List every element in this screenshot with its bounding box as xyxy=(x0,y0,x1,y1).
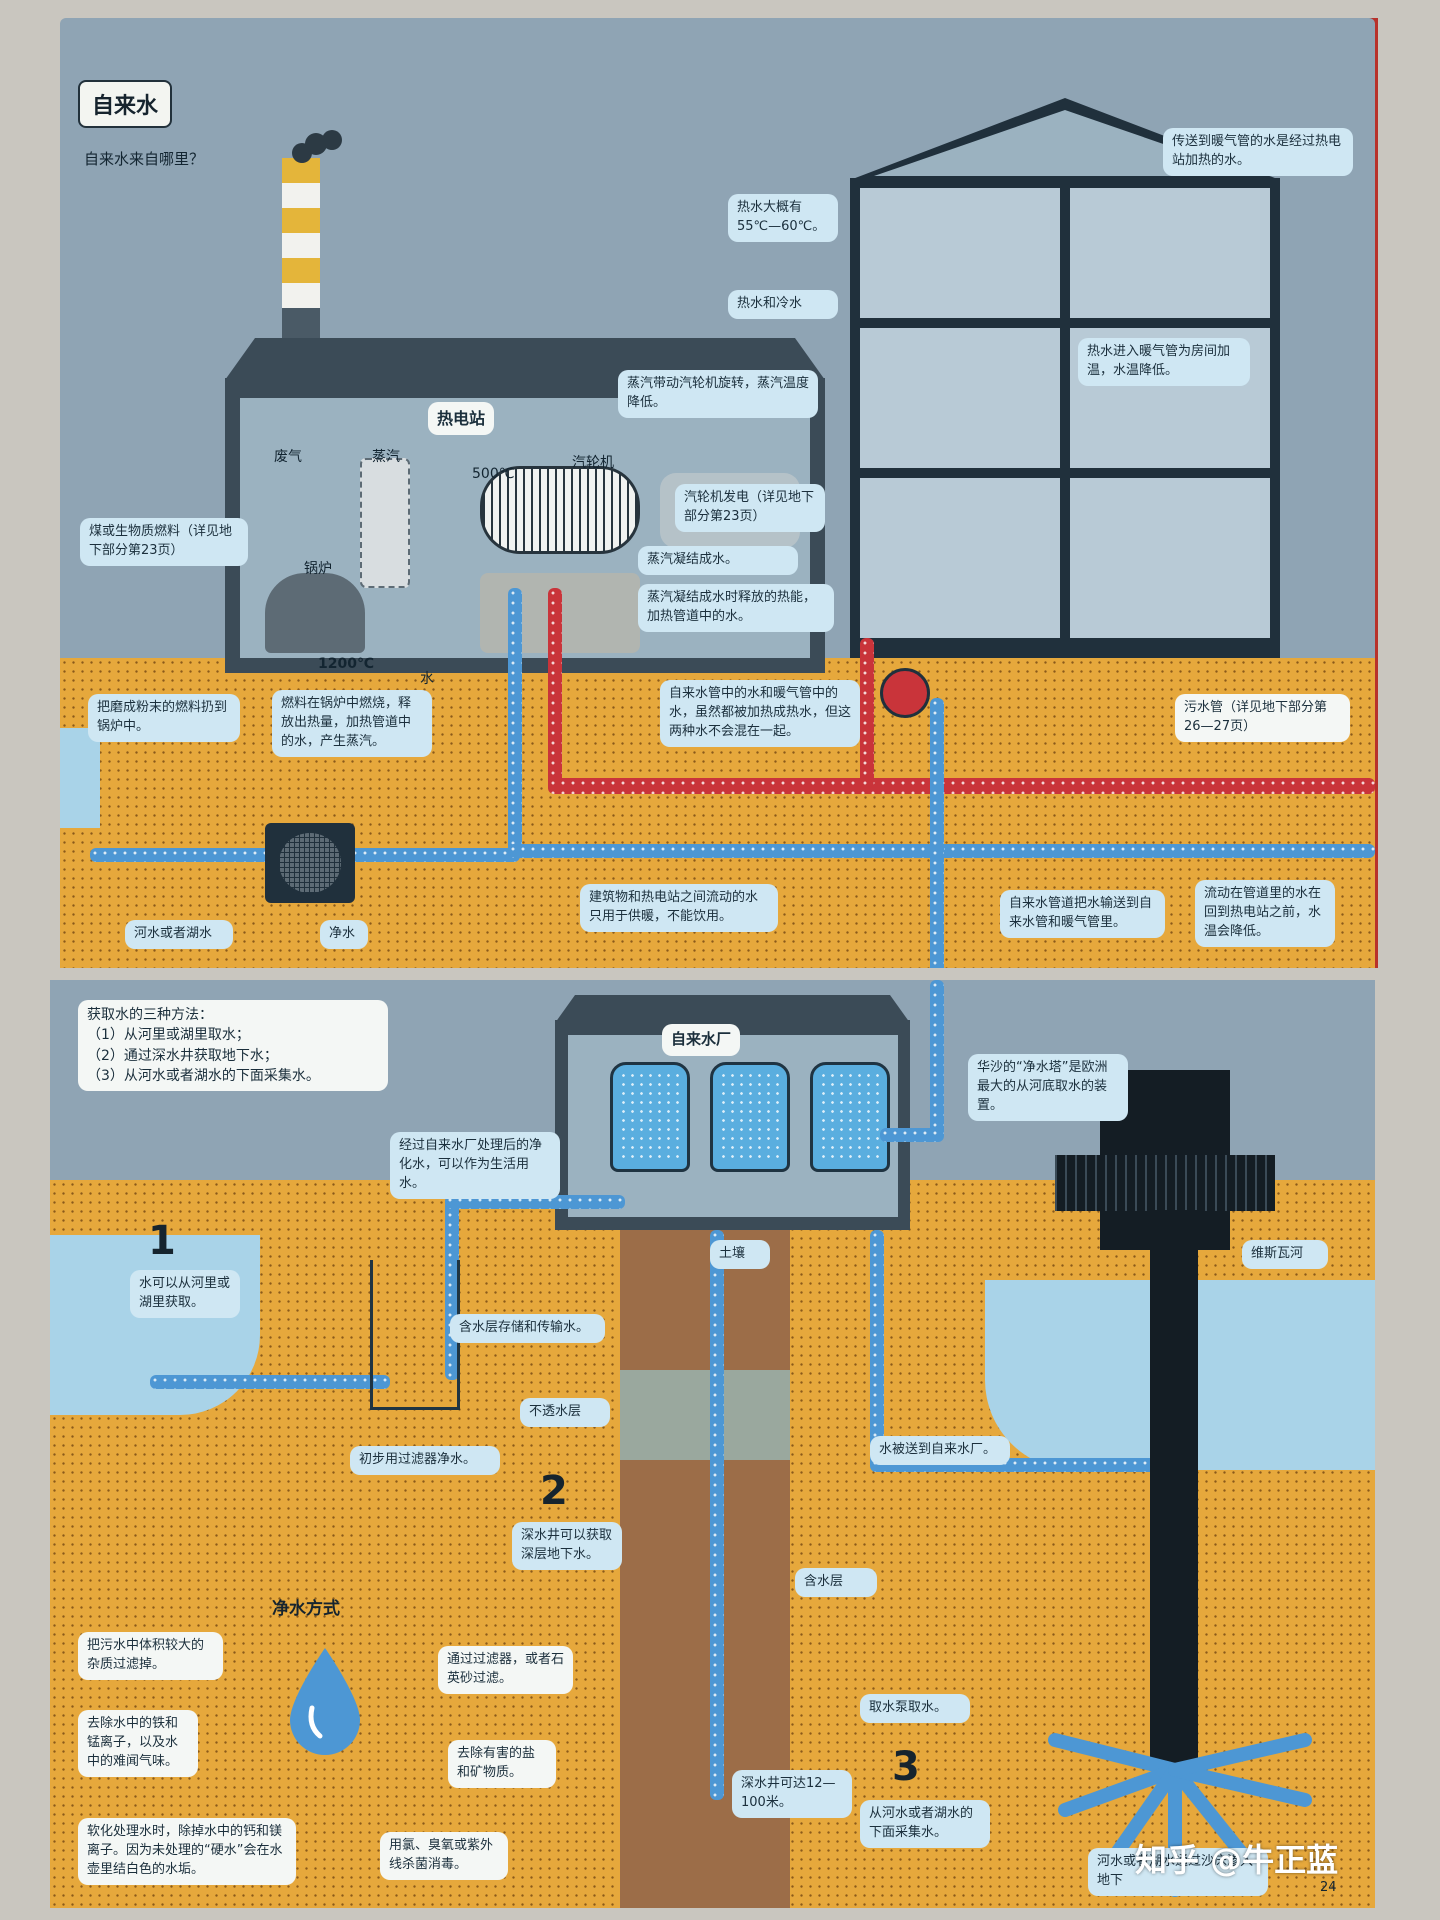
callout-heat-release: 蒸汽凝结成水时释放的热能，加热管道中的水。 xyxy=(638,584,834,632)
callout-steam-turbine: 蒸汽带动汽轮机旋转，蒸汽温度降低。 xyxy=(618,370,818,418)
tower-pipe-vert xyxy=(870,1230,884,1470)
page-title: 自来水 xyxy=(78,80,173,128)
callout-hot-water-temp: 热水大概有55℃—60℃。 xyxy=(728,194,838,242)
purification-title: 净水方式 xyxy=(272,1599,340,1619)
house-hot-riser xyxy=(860,638,874,788)
callout-purify: 净水 xyxy=(320,920,368,949)
callout-sent: 水被送到自来水厂。 xyxy=(870,1436,1010,1465)
filter-tank-2 xyxy=(710,1062,790,1172)
purify-item-5: 去除有害的盐和矿物质。 xyxy=(448,1740,556,1788)
water-tower-deck xyxy=(1055,1155,1275,1211)
callout-vistula: 维斯瓦河 xyxy=(1242,1240,1328,1269)
supply-pipe-connect xyxy=(880,1128,944,1142)
callout-condense: 蒸汽凝结成水。 xyxy=(638,546,798,575)
callout-aquifer-store: 含水层存储和传输水。 xyxy=(450,1314,605,1343)
page-number: 24 xyxy=(1320,1880,1337,1895)
water-plant-roof xyxy=(555,995,910,1023)
room-bath-low xyxy=(860,478,1060,638)
method-number-1: 1 xyxy=(148,1218,176,1264)
watermark: 知乎 @牛正蓝 xyxy=(1135,1841,1339,1879)
callout-pump: 自来水管道把水输送到自来水管和暖气管里。 xyxy=(1000,890,1165,938)
method-3: （3）从河水或者湖水的下面采集水。 xyxy=(87,1067,320,1084)
deep-well-pipe xyxy=(710,1230,724,1800)
heat-exchanger-icon xyxy=(880,668,930,718)
question-text: 自来水来自哪里？ xyxy=(84,150,205,168)
callout-under-river: 从河水或者湖水的下面采集水。 xyxy=(860,1800,990,1848)
water-plant-label: 自来水厂 xyxy=(662,1024,741,1056)
callout-lake-take: 水可以从河里或湖里获取。 xyxy=(130,1270,240,1318)
smoke-icon xyxy=(292,130,342,163)
water-tower-shaft xyxy=(1150,1210,1198,1770)
label-500: 500℃ xyxy=(472,466,515,482)
methods-box: 获取水的三种方法： （1）从河里或湖里取水； （2）通过深水井获取地下水； （3… xyxy=(78,1000,388,1092)
cold-pipe-vertical xyxy=(508,588,522,858)
intake-roots xyxy=(1048,1733,1312,1897)
callout-clay: 土壤 xyxy=(710,1240,770,1269)
purify-item-4: 通过过滤器，或者石英砂过滤。 xyxy=(438,1646,573,1694)
filter-tank-1 xyxy=(610,1062,690,1172)
callout-depth: 深水井可达12—100米。 xyxy=(732,1770,852,1818)
filter-tank-3 xyxy=(810,1062,890,1172)
callout-filter: 初步用过滤器净水。 xyxy=(350,1446,500,1475)
lake-intake-pipe xyxy=(150,1375,390,1389)
callout-generator: 汽轮机发电（详见地下部分第23页） xyxy=(675,484,825,532)
label-boiler: 锅炉 xyxy=(304,561,332,577)
label-steam: 蒸汽 xyxy=(372,449,400,465)
turbine xyxy=(480,466,640,554)
callout-radiator-water: 传送到暖气管的水是经过热电站加热的水。 xyxy=(1163,128,1353,176)
method-number-2: 2 xyxy=(540,1468,568,1514)
room-kitchen-low xyxy=(1070,478,1270,638)
purifier-box xyxy=(265,823,355,903)
river-edge xyxy=(60,728,100,828)
callout-hot-cold: 热水和冷水 xyxy=(728,290,838,319)
callout-deep-well: 深水井可以获取深层地下水。 xyxy=(512,1522,622,1570)
purify-item-6: 用氯、臭氧或紫外线杀菌消毒。 xyxy=(380,1832,508,1880)
callout-loop: 建筑物和热电站之间流动的水只用于供暖，不能饮用。 xyxy=(580,884,778,932)
room-bedroom-top xyxy=(1070,188,1270,318)
plant-label: 热电站 xyxy=(428,402,495,436)
callout-powder: 把磨成粉末的燃料扔到锅炉中。 xyxy=(88,694,240,742)
callout-cooling: 流动在管道里的水在回到热电站之前，水温会降低。 xyxy=(1195,880,1335,947)
methods-title: 获取水的三种方法： xyxy=(87,1007,213,1023)
callout-river: 河水或者湖水 xyxy=(125,920,233,949)
callout-aquifer: 含水层 xyxy=(795,1568,877,1597)
method-1: （1）从河里或湖里取水； xyxy=(87,1027,250,1044)
supply-pipe-up xyxy=(930,980,944,1140)
label-turbine: 汽轮机 xyxy=(572,455,614,471)
purify-item-1: 把污水中体积较大的杂质过滤掉。 xyxy=(78,1632,223,1680)
callout-seep: 河水或者湖水通过沙床渗入地下 xyxy=(1088,1848,1268,1896)
plant-roof xyxy=(225,338,825,380)
impermeable-layer xyxy=(620,1370,790,1460)
room-bathroom-top xyxy=(860,188,1060,318)
callout-burn: 燃料在锅炉中燃烧，释放出热量，加热管道中的水，产生蒸汽。 xyxy=(272,690,432,757)
hot-pipe-horizontal xyxy=(548,778,1375,794)
hot-pipe-vertical xyxy=(548,588,562,788)
top-page: 自来水 自来水来自哪里？ 热电站 蒸汽 500℃ 汽轮机 xyxy=(60,18,1375,968)
steam-coil xyxy=(360,458,410,588)
filter-basin xyxy=(370,1260,460,1410)
callout-mixing: 自来水管中的水和暖气管中的水，虽然都被加热成热水，但这两种水不会混在一起。 xyxy=(660,680,860,747)
boiler xyxy=(265,573,365,653)
label-water: 水 xyxy=(420,671,434,687)
callout-treated: 经过自来水厂处理后的净化水，可以作为生活用水。 xyxy=(390,1132,560,1199)
callout-warsaw: 华沙的“净水塔”是欧洲最大的从河底取水的装置。 xyxy=(968,1054,1128,1121)
water-drop-icon xyxy=(290,1648,360,1755)
callout-pump-take: 取水泵取水。 xyxy=(860,1694,970,1723)
label-waste-gas: 废气 xyxy=(274,449,302,465)
method-number-3: 3 xyxy=(892,1744,920,1790)
label-1200: 1200℃ xyxy=(318,656,374,672)
callout-sewage: 污水管（详见地下部分第26—27页） xyxy=(1175,694,1350,742)
room-bath-mid xyxy=(860,328,1060,468)
callout-fuel: 煤或生物质燃料（详见地下部分第23页） xyxy=(80,518,248,566)
method-2: （2）通过深水井获取地下水； xyxy=(87,1047,278,1064)
supply-riser xyxy=(930,698,944,968)
purify-item-2: 去除水中的铁和锰离子，以及水中的难闻气味。 xyxy=(78,1710,198,1777)
purify-item-3: 软化处理水时，除掉水中的钙和镁离子。因为未处理的“硬水”会在水壶里结白色的水垢。 xyxy=(78,1818,296,1885)
callout-heating: 热水进入暖气管为房间加温，水温降低。 xyxy=(1078,338,1250,386)
callout-impermeable: 不透水层 xyxy=(520,1398,610,1427)
book-spread: 自来水 自来水来自哪里？ 热电站 蒸汽 500℃ 汽轮机 xyxy=(50,18,1378,1908)
bottom-page: 获取水的三种方法： （1）从河里或湖里取水； （2）通过深水井获取地下水； （3… xyxy=(50,980,1375,1908)
